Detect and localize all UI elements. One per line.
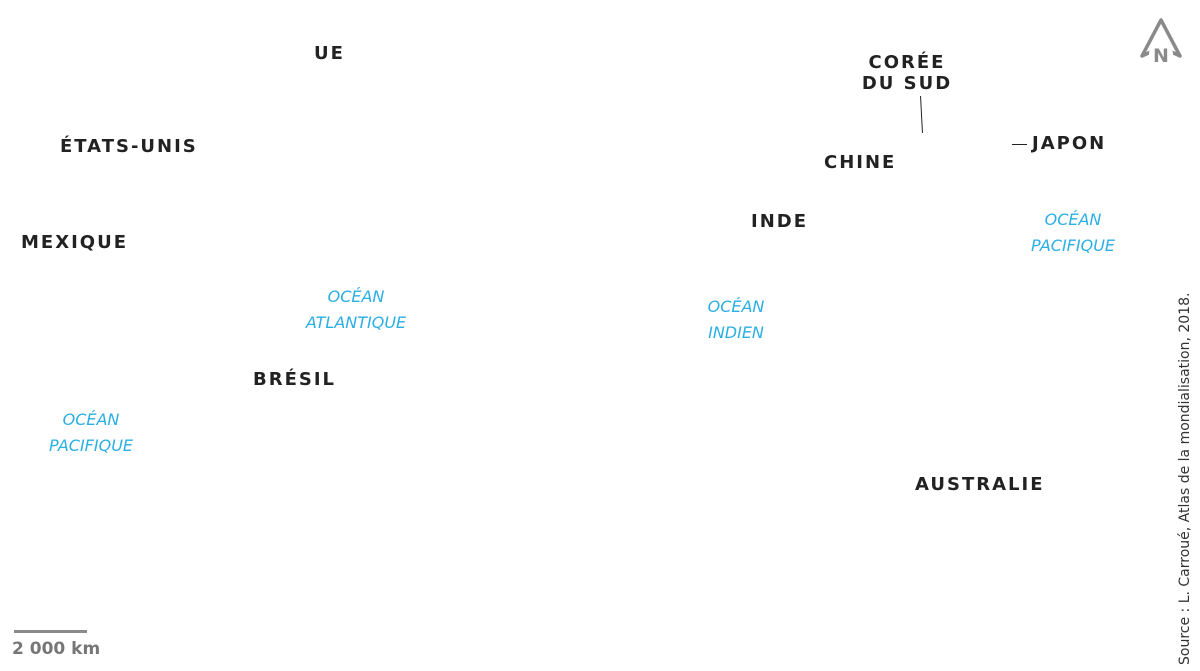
label-etats-unis: ÉTATS-UNIS [60, 136, 198, 157]
ocean-pacifique-west-line2: PACIFIQUE [48, 436, 134, 455]
ocean-pacifique-east-line1: OCÉAN [1044, 210, 1102, 229]
north-arrow-graphic: N [1140, 18, 1182, 67]
label-bresil: BRÉSIL [253, 369, 337, 390]
leader-line-coree [920, 95, 923, 134]
source-note: Source : L. Carroué, Atlas de la mondial… [1177, 292, 1193, 665]
ocean-indien-line2: INDIEN [708, 323, 764, 342]
label-ocean-pacifique-west: OCÉAN PACIFIQUE [41, 407, 141, 459]
north-arrow-icon: N [1139, 16, 1183, 68]
label-ocean-indien: OCÉAN INDIEN [686, 294, 786, 346]
label-australie: AUSTRALIE [915, 474, 1045, 495]
ocean-pacifique-east-line2: PACIFIQUE [1030, 236, 1116, 255]
label-ue: UE [314, 43, 345, 64]
ocean-atlantique-line2: ATLANTIQUE [305, 313, 407, 332]
label-coree-line1: CORÉE [868, 52, 946, 73]
label-chine: CHINE [824, 152, 897, 173]
label-coree-line2: DU SUD [861, 73, 953, 94]
ocean-pacifique-west-line1: OCÉAN [62, 410, 120, 429]
leader-line-japon [1012, 144, 1027, 145]
label-coree-du-sud: CORÉE DU SUD [857, 52, 957, 94]
label-ocean-atlantique: OCÉAN ATLANTIQUE [296, 284, 416, 336]
label-japon: JAPON [1032, 133, 1107, 154]
label-ocean-pacifique-east: OCÉAN PACIFIQUE [1023, 207, 1123, 259]
scale-label: 2 000 km [12, 639, 101, 659]
ocean-atlantique-line1: OCÉAN [327, 287, 385, 306]
label-inde: INDE [751, 211, 808, 232]
scale-bar [14, 630, 87, 633]
ocean-indien-line1: OCÉAN [707, 297, 765, 316]
north-arrow-label: N [1153, 45, 1169, 67]
label-mexique: MEXIQUE [21, 232, 128, 253]
